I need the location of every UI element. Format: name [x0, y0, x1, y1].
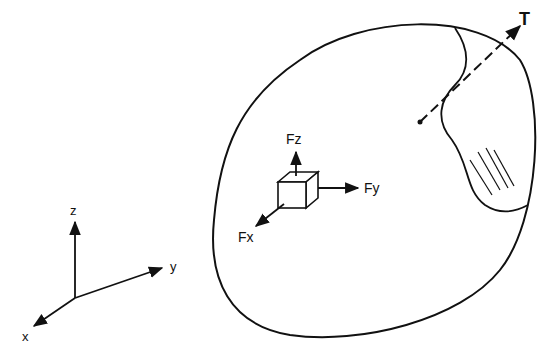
- vector-label: T: [519, 10, 530, 28]
- axis-label: y: [170, 260, 177, 273]
- force-label: Fz: [286, 132, 302, 146]
- force-z-arrow: [295, 152, 297, 176]
- force-label: Fy: [364, 181, 380, 195]
- cut-surface: [441, 28, 528, 211]
- traction-arrow: [420, 26, 520, 122]
- axis-label: z: [70, 204, 77, 217]
- axis-label: x: [22, 330, 29, 343]
- cube-element: [278, 172, 318, 208]
- force-y-arrow: [318, 187, 358, 189]
- force-label: Fx: [238, 230, 254, 244]
- force-x-arrow: [256, 204, 284, 226]
- body-outline: [213, 24, 535, 337]
- point: [418, 120, 423, 125]
- axes: [34, 222, 162, 326]
- hatching: [470, 148, 514, 195]
